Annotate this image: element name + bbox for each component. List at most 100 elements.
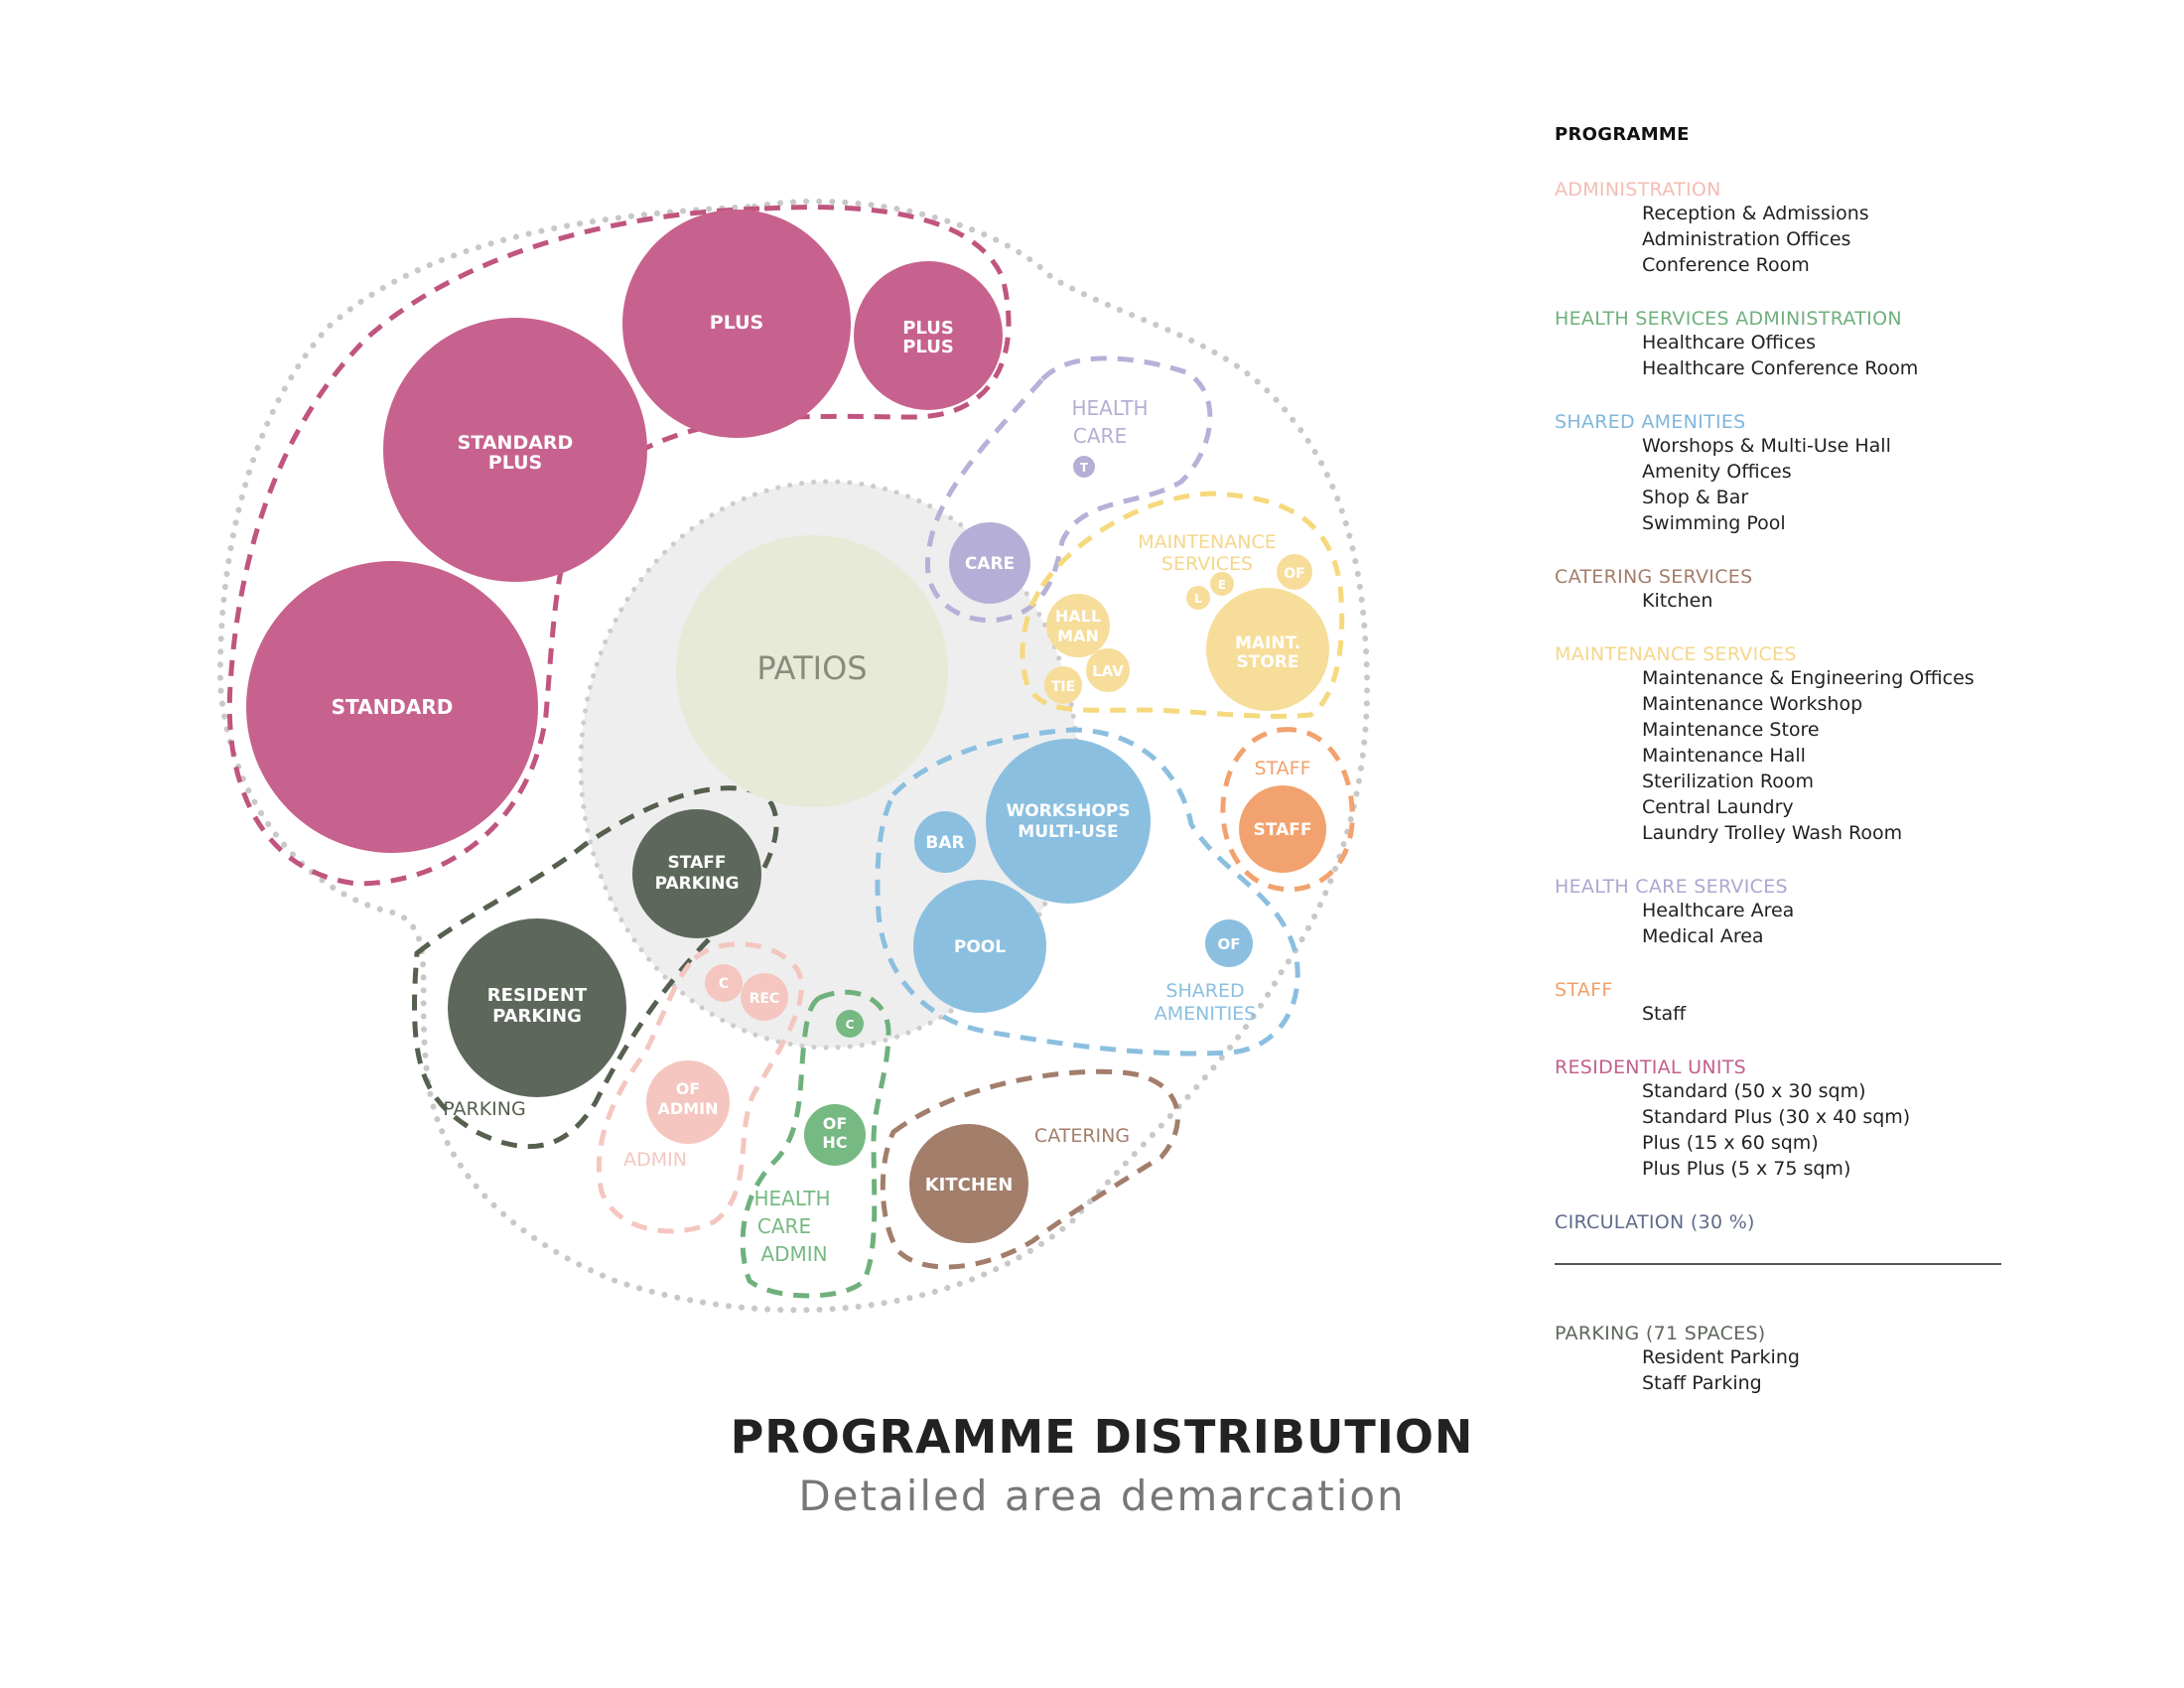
legend-group-title: SHARED AMENITIES xyxy=(1555,411,1746,433)
shared-amenities-zone-outline xyxy=(875,727,1300,1056)
legend-item: Plus (15 x 60 sqm) xyxy=(1642,1132,1819,1154)
legend-group-title: MAINTENANCE SERVICES xyxy=(1555,643,1797,665)
c-health-bubble xyxy=(836,1010,864,1038)
legend-item: Healthcare Area xyxy=(1642,900,1795,921)
care-bubble xyxy=(949,522,1030,604)
staff-parking-bubble xyxy=(632,809,761,938)
legend-item: Central Laundry xyxy=(1642,796,1794,818)
plus-plus-bubble xyxy=(854,261,1003,410)
legend-item: Conference Room xyxy=(1642,254,1810,276)
health-care-admin-zone-outline xyxy=(740,989,891,1299)
lav-bubble xyxy=(1086,648,1130,692)
legend-item: Healthcare Conference Room xyxy=(1642,357,1919,379)
c-admin-bubble xyxy=(705,964,743,1002)
maint-store-label: MAINT.STORE xyxy=(1235,633,1300,672)
of-admin-bubble xyxy=(646,1060,730,1144)
plus-label: PLUS xyxy=(710,312,763,334)
legend-item: Maintenance Workshop xyxy=(1642,693,1863,715)
staff-label: STAFF xyxy=(1254,820,1312,840)
legend-heading: PROGRAMME xyxy=(1555,124,1690,145)
legend-group-title: PARKING (71 SPACES) xyxy=(1555,1323,1766,1344)
plus-bubble xyxy=(622,210,851,438)
legend-group-parking: PARKING (71 SPACES) Resident Parking Sta… xyxy=(1555,1323,2071,1396)
of-hc-bubble xyxy=(804,1104,866,1166)
bar-label: BAR xyxy=(925,833,964,853)
rec-label: REC xyxy=(750,991,780,1007)
admin-zone-outline xyxy=(596,941,804,1234)
bar-bubble xyxy=(914,811,976,873)
patios-bubble xyxy=(676,535,948,807)
pool-bubble xyxy=(913,880,1046,1013)
e-label: E xyxy=(1218,578,1226,592)
patios-label: PATIOS xyxy=(756,649,867,687)
parking-zone-outline xyxy=(412,785,779,1150)
circulation-outline xyxy=(216,198,1371,1314)
workshops-bubble xyxy=(986,739,1151,904)
residential-zone-outline xyxy=(226,205,1012,887)
title-block: PROGRAMME DISTRIBUTION Detailed area dem… xyxy=(635,1410,1569,1520)
staff-zone-outline xyxy=(1220,727,1355,893)
legend-group-title: ADMINISTRATION xyxy=(1555,179,1721,201)
rec-bubble xyxy=(741,973,788,1021)
legend-group-title: HEALTH CARE SERVICES xyxy=(1555,876,1788,898)
kitchen-bubble xyxy=(909,1124,1028,1243)
catering-zone-outline xyxy=(880,1068,1180,1270)
bubbles xyxy=(246,210,1329,1243)
legend-group-title: CATERING SERVICES xyxy=(1555,566,1753,588)
legend-item: Healthcare Offices xyxy=(1642,332,1816,353)
legend-item: Laundry Trolley Wash Room xyxy=(1642,822,1903,844)
legend-item: Plus Plus (5 x 75 sqm) xyxy=(1642,1158,1851,1180)
legend-item: Resident Parking xyxy=(1642,1346,1800,1368)
staff-zone-label: STAFF xyxy=(1254,758,1310,779)
legend-item: Shop & Bar xyxy=(1642,487,1749,508)
standard-plus-bubble xyxy=(383,318,647,582)
kitchen-label: KITCHEN xyxy=(925,1175,1014,1196)
legend-item: Maintenance Hall xyxy=(1642,745,1806,767)
legend-item: Staff Parking xyxy=(1642,1372,1762,1394)
c-health-label: C xyxy=(846,1018,855,1032)
c-admin-label: C xyxy=(719,976,729,992)
legend-group-title: CIRCULATION (30 %) xyxy=(1555,1211,1755,1233)
legend-group-title: RESIDENTIAL UNITS xyxy=(1555,1056,1747,1078)
tie-label: TIE xyxy=(1051,679,1075,695)
legend-item: Amenity Offices xyxy=(1642,461,1792,483)
legend-item: Swimming Pool xyxy=(1642,512,1786,534)
t-bubble xyxy=(1073,456,1095,478)
t-label: T xyxy=(1080,461,1089,475)
l-label: L xyxy=(1194,592,1202,606)
legend-item: Standard (50 x 30 sqm) xyxy=(1642,1080,1866,1102)
of-maint-bubble xyxy=(1277,554,1312,590)
page-title: PROGRAMME DISTRIBUTION xyxy=(730,1410,1474,1464)
of-shared-bubble xyxy=(1205,919,1253,967)
legend-group: CIRCULATION (30 %) xyxy=(1555,1211,2071,1233)
e-bubble xyxy=(1210,572,1234,596)
hall-man-bubble xyxy=(1046,594,1110,657)
page-subtitle: Detailed area demarcation xyxy=(798,1472,1406,1520)
lav-label: LAV xyxy=(1092,662,1124,680)
staff-bubble xyxy=(1239,785,1326,873)
legend-item: Kitchen xyxy=(1642,590,1713,612)
care-label: CARE xyxy=(965,554,1015,574)
legend-item: Maintenance Store xyxy=(1642,719,1820,741)
legend-item: Medical Area xyxy=(1642,925,1764,947)
standard-bubble xyxy=(246,561,538,853)
legend-item: Reception & Admissions xyxy=(1642,203,1869,224)
